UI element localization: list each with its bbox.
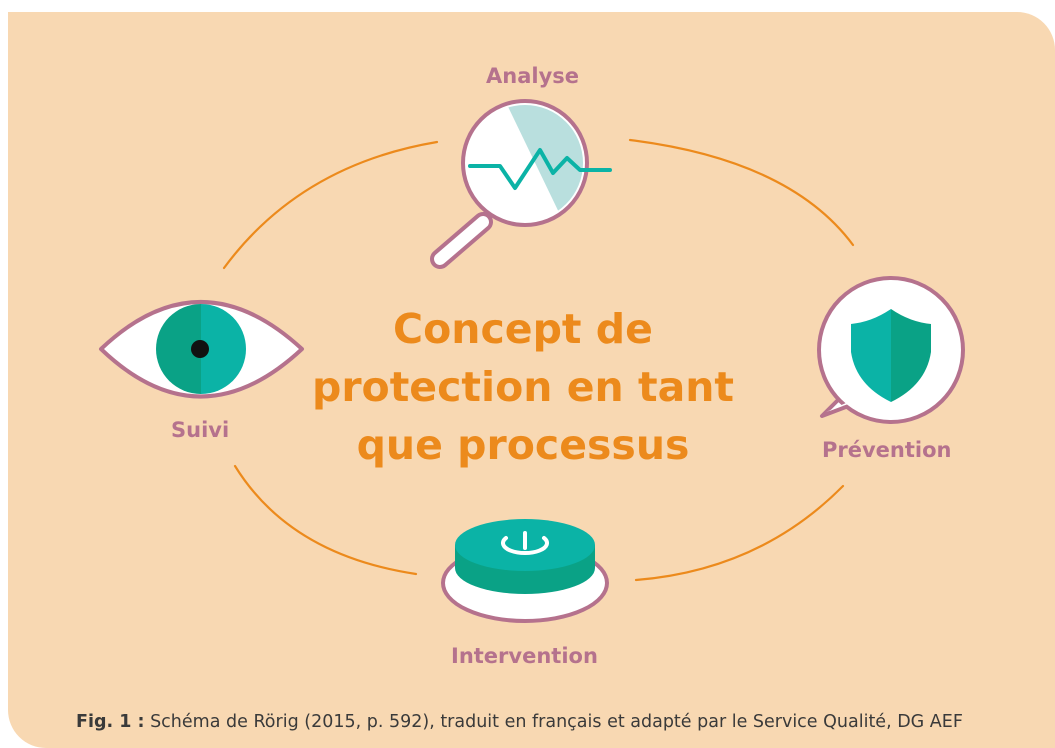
figure-caption-text: Schéma de Rörig (2015, p. 592), traduit …: [150, 712, 963, 732]
shield-speech-bubble-icon: [817, 276, 965, 424]
figure-caption-prefix: Fig. 1 :: [76, 712, 145, 732]
eye-icon: [99, 300, 304, 399]
magnifier-chart-icon: [430, 99, 612, 269]
arc-suivi-analyse: [222, 140, 439, 270]
figure-caption: Fig. 1 : Schéma de Rörig (2015, p. 592),…: [76, 712, 963, 732]
arc-intervention-suivi: [233, 464, 418, 576]
center-title-line-1: Concept de: [393, 305, 653, 353]
center-title-line-3: que processus: [356, 421, 690, 469]
center-title: Concept de protection en tant que proces…: [308, 300, 738, 474]
node-label-intervention: Intervention: [451, 644, 598, 668]
arc-prevention-intervention: [634, 484, 845, 582]
node-label-prevention: Prévention: [822, 438, 952, 462]
node-label-analyse: Analyse: [486, 64, 580, 88]
power-button-icon: [441, 519, 609, 623]
node-label-suivi: Suivi: [171, 418, 230, 442]
center-title-line-2: protection en tant: [311, 363, 735, 411]
arc-analyse-prevention: [628, 138, 855, 247]
